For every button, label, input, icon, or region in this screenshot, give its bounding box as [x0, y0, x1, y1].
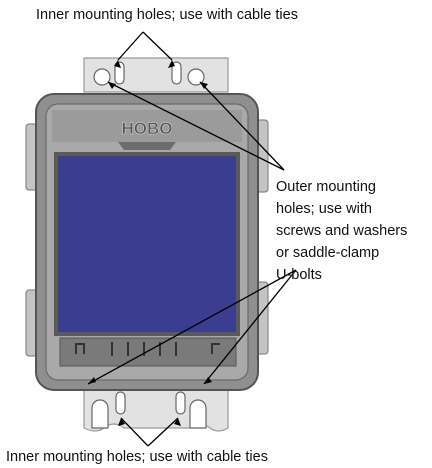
outer-label-line: Outer mounting: [276, 179, 376, 195]
logo-band: [52, 110, 242, 142]
outer-label-line: screws and washers: [276, 223, 408, 239]
inner-slot-bottom-right: [175, 391, 186, 415]
bottom-inner-holes-label: Inner mounting holes; use with cable tie…: [6, 449, 268, 465]
arrowheads: [88, 60, 212, 426]
top-inner-holes-label: Inner mounting holes; use with cable tie…: [36, 7, 298, 23]
outer-holes-label: Outer mounting holes; use with screws an…: [276, 176, 407, 286]
device-logo: HOBO: [122, 119, 173, 138]
outer-hole-top-left: [93, 68, 111, 86]
logo-notch: [118, 142, 176, 150]
outer-hole-bottom-left: [91, 399, 109, 429]
outer-hole-top-right: [187, 68, 205, 86]
inner-slot-bottom-left: [115, 391, 126, 415]
leader-lines: [87, 31, 297, 447]
lcd-screen: [58, 156, 236, 332]
outer-label-line: holes; use with: [276, 201, 372, 217]
outer-hole-bottom-right: [189, 399, 207, 429]
button-strip: [59, 337, 237, 367]
outer-label-line: or saddle-clamp: [276, 245, 380, 261]
inner-slot-top-right: [171, 61, 182, 85]
inner-slot-top-left: [114, 61, 125, 85]
outer-label-line: U-bolts: [276, 267, 322, 283]
